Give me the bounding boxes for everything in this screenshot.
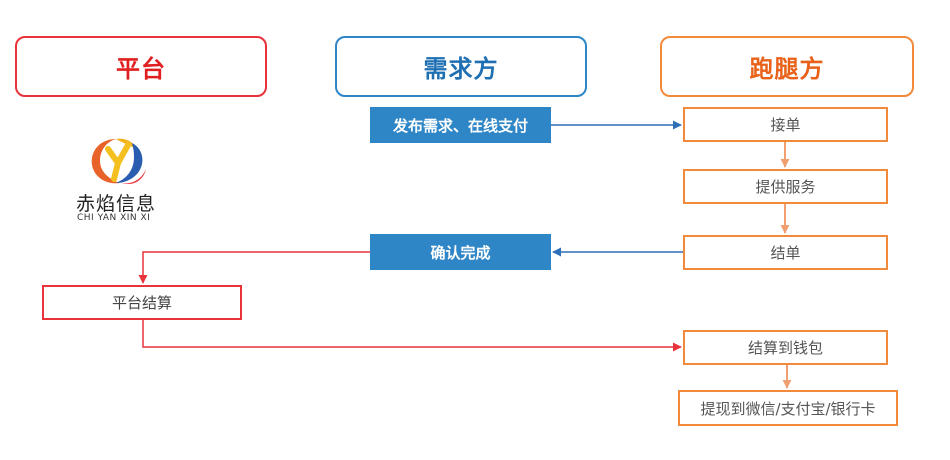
- arrow-settle-to-wallet: [142, 320, 682, 352]
- header-demand-label: 需求方: [423, 55, 499, 83]
- arrow-confirm-to-settle: [138, 251, 370, 284]
- step-wallet-label: 结算到钱包: [747, 339, 823, 357]
- step-accept-label: 接单: [770, 116, 801, 134]
- step-settle-label: 平台结算: [111, 294, 172, 312]
- step-confirm-label: 确认完成: [430, 243, 491, 262]
- step-settle-to-wallet: 结算到钱包: [683, 330, 888, 365]
- logo-name: 赤焰信息: [76, 193, 157, 215]
- step-withdraw-label: 提现到微信/支付宝/银行卡: [700, 399, 876, 418]
- step-confirm-complete: 确认完成: [370, 234, 551, 270]
- step-provide-service: 提供服务: [683, 169, 888, 204]
- step-withdraw: 提现到微信/支付宝/银行卡: [678, 390, 898, 426]
- header-runner: 跑腿方: [660, 36, 914, 97]
- step-service-label: 提供服务: [755, 178, 816, 196]
- chiyan-logo-icon: [91, 138, 146, 185]
- step-finish-label: 结单: [770, 244, 801, 262]
- header-runner-label: 跑腿方: [749, 55, 825, 83]
- step-accept-order: 接单: [683, 107, 888, 142]
- company-logo: 赤焰信息 CHI YAN XIN XI: [68, 135, 178, 225]
- logo-subtitle: CHI YAN XIN XI: [77, 213, 151, 223]
- step-publish-payment: 发布需求、在线支付: [370, 107, 551, 143]
- step-platform-settlement: 平台结算: [42, 285, 242, 320]
- step-close-order: 结单: [683, 235, 888, 270]
- header-platform-label: 平台: [116, 55, 166, 83]
- step-publish-label: 发布需求、在线支付: [392, 116, 528, 135]
- header-demand: 需求方: [335, 36, 587, 97]
- header-platform: 平台: [15, 36, 267, 97]
